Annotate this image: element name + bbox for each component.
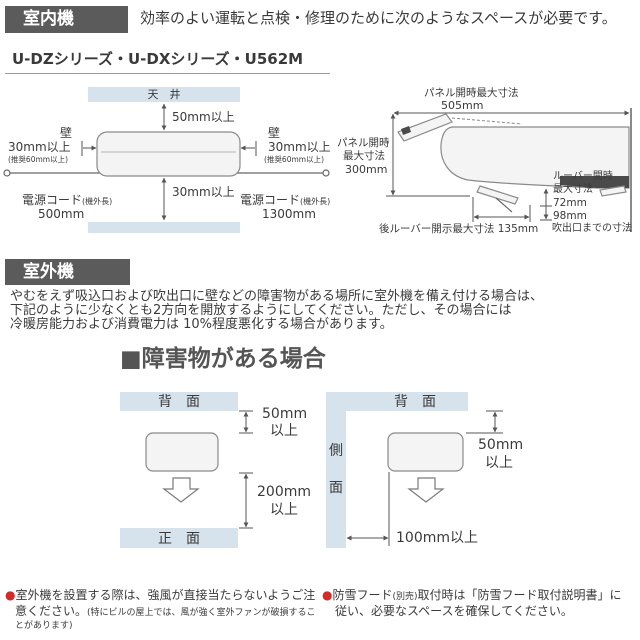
snow-hood-text-b: 取付時は「防雪フード取付説明書」に <box>417 588 622 602</box>
left-recommended-label: (推奨60mm以上) <box>8 155 69 164</box>
indoor-intro: 効率のよい運転と点検・修理のために次のようなスペースが必要です。 <box>140 9 617 27</box>
wind-note-text-2: 意ください。 <box>15 604 88 618</box>
right-clearance-label: 30mm以上 <box>268 140 331 154</box>
left-cord-note: (機外長) <box>82 197 113 206</box>
back-clearance-value: 50mm <box>262 406 308 422</box>
power-cord-right-end <box>322 169 330 177</box>
back-clearance-suffix-2: 以上 <box>485 455 513 471</box>
wind-note-text-1: 室外機を設置する際は、強風が直接当たらないようご注 <box>15 588 316 602</box>
left-cord-length: 500mm <box>38 207 85 221</box>
front-louver <box>476 185 519 205</box>
left-cord-text: 電源コード <box>22 193 83 207</box>
ceiling-zone <box>88 87 240 102</box>
outlet-label: 吹出口までの寸法 <box>552 223 632 234</box>
outdoor-paragraph-line-2: 下記のように少なくとも2方向を開放するようにしてください。ただし、その場合には <box>10 303 512 318</box>
louver-label-2: 最大寸法 <box>553 184 593 195</box>
rear-louver <box>495 197 513 213</box>
snow-hood-note-line-2: 従い、必要なスペースを確保してください。 <box>335 604 573 618</box>
indoor-side-view-drawing <box>386 108 632 232</box>
outdoor-unit <box>145 432 219 472</box>
airflow-down-arrow-2 <box>407 477 445 503</box>
bottom-clearance-label: 30mm以上 <box>172 185 235 199</box>
panel-height-label-1: パネル開時 <box>337 137 390 149</box>
louver-open-value: 72mm <box>553 197 587 209</box>
back-clearance-suffix: 以上 <box>270 423 298 439</box>
right-wall-label: 壁 <box>268 126 281 140</box>
outdoor-unit-2 <box>387 432 464 472</box>
left-wall-label: 壁 <box>60 126 73 140</box>
outdoor-paragraph-line-1: やむをえず吸込口および吹出口に壁などの障害物がある場所に室外機を備え付ける場合は… <box>10 289 544 304</box>
left-clearance-label: 30mm以上 <box>8 140 71 154</box>
front-clearance-suffix: 以上 <box>270 502 298 518</box>
front-label: 正 面 <box>158 531 200 547</box>
panel-handle <box>401 126 411 135</box>
snow-hood-text-a: 防雪フード <box>332 588 393 602</box>
panel-height-label-2: 最大寸法 <box>343 150 385 162</box>
right-cord-length: 1300mm <box>262 207 316 221</box>
snow-hood-optional: (別売) <box>392 592 418 602</box>
left-cord-label: 電源コード(機外長) <box>22 194 112 206</box>
ceiling-label: 天 井 <box>147 88 181 101</box>
panel-height-value: 300mm <box>345 163 388 176</box>
right-cord-note: (機外長) <box>300 197 331 206</box>
series-underline <box>5 73 330 74</box>
side-clearance-value: 100mm以上 <box>396 530 478 546</box>
obstacle-title: ■障害物がある場合 <box>120 346 326 372</box>
panel-swing-outline <box>451 117 523 125</box>
rear-louver-text: 後ルーバー開示最大寸法 <box>379 223 495 235</box>
outdoor-back-front-drawing <box>120 392 253 548</box>
side-label-2: 面 <box>329 480 343 496</box>
outdoor-back-side-drawing <box>326 392 503 548</box>
indoor-front-view-drawing <box>3 87 330 233</box>
front-obstacle-zone <box>120 528 238 548</box>
front-clearance-value: 200mm <box>257 484 311 500</box>
right-cord-text: 電源コード <box>240 193 301 207</box>
outdoor-header: 室外機 <box>5 259 130 285</box>
rear-louver-label: 後ルーバー開示最大寸法 135mm <box>379 224 538 235</box>
back-label-2: 背 面 <box>394 394 436 410</box>
back-clearance-value-2: 50mm <box>478 437 524 453</box>
back-obstacle-zone <box>120 392 238 411</box>
right-cord-label: 電源コード(機外長) <box>240 194 330 206</box>
side-obstacle-zone <box>326 392 346 548</box>
floor-zone <box>88 222 240 233</box>
panel-width-label: パネル開時最大寸法 <box>424 87 519 99</box>
series-title: U-DZシリーズ・U-DXシリーズ・U562M <box>12 50 304 68</box>
snow-hood-note-bullet: ● <box>322 588 333 602</box>
side-label-1: 側 <box>329 443 343 459</box>
airflow-down-arrow <box>162 477 200 503</box>
wind-note-line-2: 意ください。(特にビルの屋上では、風が強く室外ファンが破損するこ <box>15 605 316 618</box>
power-cord-left-end <box>3 169 11 177</box>
snow-hood-note-line-1: ●防雪フード(別売)取付時は「防雪フード取付説明書」に <box>322 589 622 602</box>
wind-note-bullet: ● <box>5 588 16 602</box>
wind-note-line-1: ●室外機を設置する際は、強風が直接当たらないようご注 <box>5 589 315 601</box>
back-label: 背 面 <box>158 394 200 410</box>
panel-width-value: 505mm <box>441 99 484 112</box>
open-front-panel <box>397 113 453 142</box>
air-outlet <box>560 176 629 188</box>
rear-louver-value: 135mm <box>497 223 539 235</box>
right-recommended-label: (推奨60mm以上) <box>264 155 325 164</box>
louver-label-1: ルーバー開時 <box>553 171 613 182</box>
wind-note-line-3: とがあります) <box>15 621 73 631</box>
indoor-unit-front <box>96 131 241 177</box>
right-louver <box>599 185 627 197</box>
louver-outlet-value: 98mm <box>553 210 587 222</box>
wind-note-small-2: (特にビルの屋上では、風が強く室外ファンが破損するこ <box>87 608 316 618</box>
back-obstacle-zone-2 <box>326 392 468 411</box>
indoor-unit-side-body <box>440 126 630 189</box>
indoor-header: 室内機 <box>5 6 128 33</box>
top-clearance-label: 50mm以上 <box>172 110 235 124</box>
outdoor-paragraph-line-3: 冷暖房能力および消費電力は 10%程度悪化する場合があります。 <box>10 317 393 332</box>
